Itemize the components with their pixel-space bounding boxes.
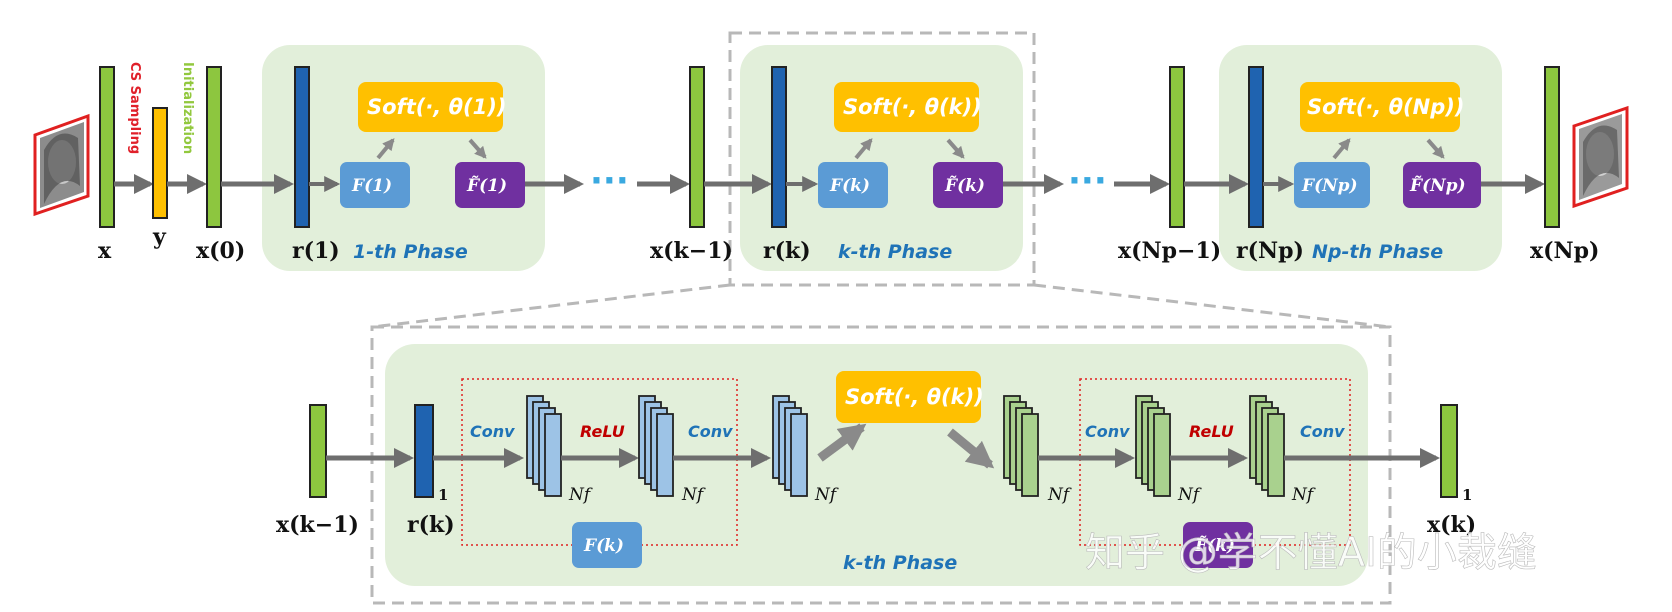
soft1-label: Soft(·, θ(1)) <box>367 95 506 119</box>
soft1-box <box>358 82 503 132</box>
x0-bar <box>206 66 222 228</box>
detail-Ft-label: F̃(k) <box>1194 536 1235 556</box>
initialization-label: Initialization <box>180 62 195 154</box>
nf-1: Nf <box>568 485 593 505</box>
FtNp-label: F̃(Np) <box>1409 176 1466 196</box>
label-rNp: r(Np) <box>1236 238 1304 264</box>
detail-Ft-box <box>1183 522 1253 568</box>
softNp-label: Soft(·, θ(Np)) <box>1307 95 1464 119</box>
arrow-soft-Ft1 <box>468 138 487 159</box>
ellipsis-1: ··· <box>590 161 629 201</box>
detail-xk-1-bar <box>309 404 327 498</box>
nf-4: Nf <box>1047 485 1072 505</box>
detail-relu2: ReLU <box>1189 422 1234 441</box>
phase1-title: 1-th Phase <box>353 241 468 263</box>
highlight-box <box>728 31 1036 287</box>
detail-phase-title: k-th Phase <box>843 552 957 574</box>
arrow-F1-soft <box>376 138 395 160</box>
label-xNp: x(Np) <box>1530 238 1599 264</box>
zoom-line-right <box>1033 283 1391 329</box>
detail-xk-bar <box>1440 404 1458 498</box>
feature-stack-5 <box>1135 395 1171 497</box>
F1-label: F(1) <box>351 176 392 196</box>
label-xNp-1: x(Np−1) <box>1118 238 1221 264</box>
detail-conv2: Conv <box>688 422 733 441</box>
label-x0: x(0) <box>196 238 245 264</box>
output-image-icon <box>1572 105 1629 209</box>
label-x: x <box>98 238 112 264</box>
feature-stack-1 <box>526 395 562 497</box>
input-image-icon <box>33 113 90 217</box>
zoom-line-left <box>371 283 731 329</box>
arrow-soft-FtNp <box>1426 138 1445 159</box>
Ft1-box <box>455 162 525 208</box>
arrow-Fk-soft <box>854 138 873 160</box>
label-xk-1: x(k−1) <box>650 238 733 264</box>
arrow-stack3-soft <box>817 423 867 462</box>
detail-relu1: ReLU <box>580 422 625 441</box>
arrow-soft-stack4 <box>947 428 995 469</box>
FtNp-box <box>1403 162 1481 208</box>
rk-bar <box>771 66 787 228</box>
arrow-FNp-soft <box>1332 138 1351 160</box>
detail-conv1: Conv <box>470 422 515 441</box>
detail-soft-box <box>836 371 981 423</box>
detail-label-rk: r(k) <box>407 512 455 538</box>
softNp-box <box>1300 82 1460 132</box>
Ftk-label: F̃(k) <box>944 176 985 196</box>
detail-rk-one: 1 <box>438 486 448 504</box>
r1-bar <box>294 66 310 228</box>
feature-stack-6 <box>1249 395 1285 497</box>
Ft1-label: F̃(1) <box>466 176 507 196</box>
label-r1: r(1) <box>292 238 340 264</box>
detail-label-xk: x(k) <box>1427 512 1476 538</box>
detail-xk-one: 1 <box>1462 486 1472 504</box>
detail-rk-bar <box>414 404 434 498</box>
watermark: 知乎 @学不懂AI的小裁缝 <box>1085 530 1537 576</box>
detail-conv4: Conv <box>1300 422 1345 441</box>
FNp-box <box>1294 162 1370 208</box>
feature-stack-3 <box>772 395 808 497</box>
nf-2: Nf <box>681 485 706 505</box>
label-rk: r(k) <box>763 238 811 264</box>
y-bar <box>152 107 168 219</box>
Fk-box <box>818 162 888 208</box>
softk-label: Soft(·, θ(k)) <box>843 95 982 119</box>
FNp-label: F(Np) <box>1301 176 1358 196</box>
F1-box <box>340 162 410 208</box>
arrow-soft-Ftk <box>946 138 965 159</box>
detail-F-label: F(k) <box>583 536 624 556</box>
Ftk-box <box>933 162 1003 208</box>
nf-5: Nf <box>1177 485 1202 505</box>
nf-6: Nf <box>1291 485 1316 505</box>
label-y: y <box>152 224 167 250</box>
rNp-bar <box>1248 66 1264 228</box>
detail-conv3: Conv <box>1085 422 1130 441</box>
feature-stack-4 <box>1003 395 1039 497</box>
nf-3: Nf <box>814 485 839 505</box>
detail-label-xk-1: x(k−1) <box>276 512 359 538</box>
phaseNp-title: Np-th Phase <box>1312 241 1443 263</box>
phasek-title: k-th Phase <box>838 241 952 263</box>
detail-soft-label: Soft(·, θ(k)) <box>845 385 984 409</box>
xNp-bar <box>1544 66 1560 228</box>
detail-F-box <box>572 522 642 568</box>
xk-1-bar <box>689 66 705 228</box>
feature-stack-2 <box>638 395 674 497</box>
ellipsis-2: ··· <box>1068 161 1107 201</box>
x-bar <box>99 66 115 228</box>
softk-box <box>834 82 979 132</box>
xNp-1-bar <box>1169 66 1185 228</box>
cs-sampling-label: CS Sampling <box>127 62 142 154</box>
Fk-label: F(k) <box>829 176 870 196</box>
